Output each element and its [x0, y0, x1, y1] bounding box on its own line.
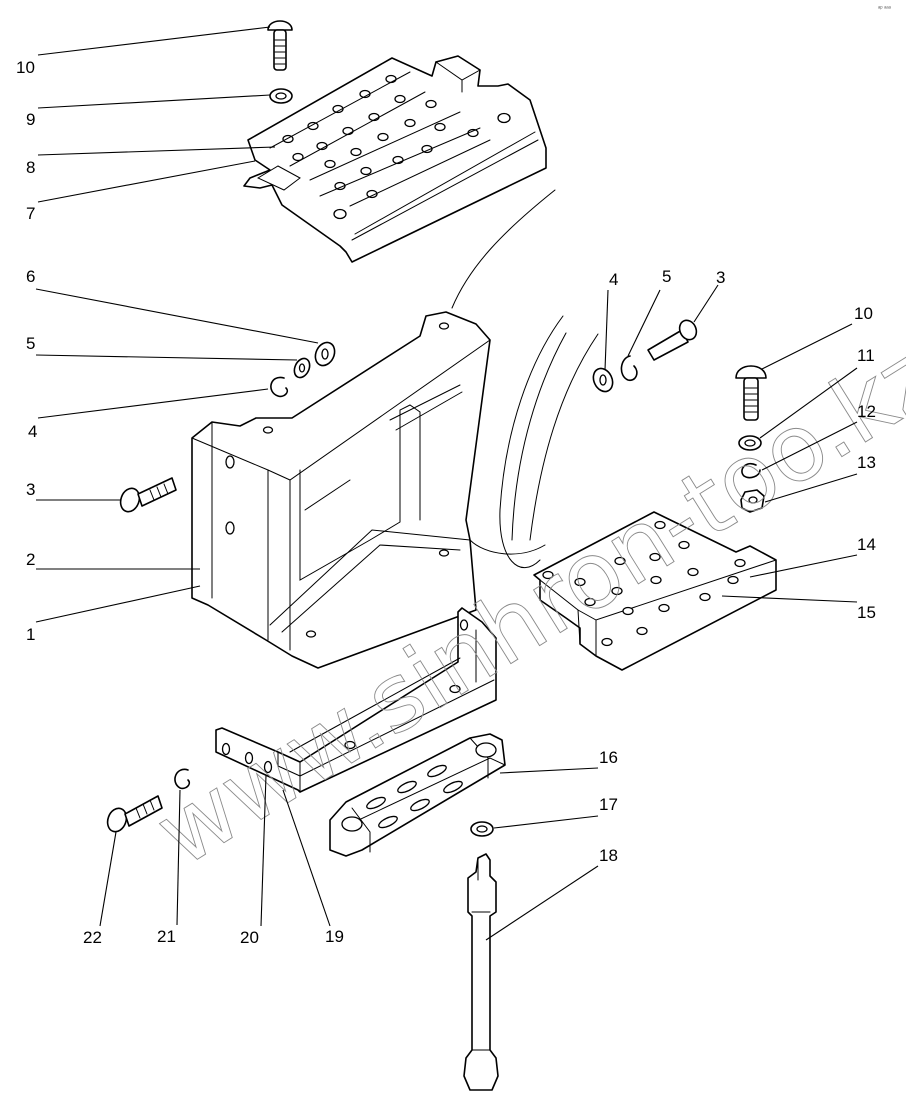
callout-label: 14 — [857, 535, 876, 554]
carriage-bolt-top — [267, 20, 293, 71]
lower-bracket — [215, 607, 497, 793]
callout-label: 10 — [16, 58, 35, 77]
callout-label: 15 — [857, 603, 876, 622]
hex-bolt-bottom — [106, 795, 163, 833]
callout-label: 19 — [325, 927, 344, 946]
callout-label: 10 — [854, 304, 873, 323]
step-block — [329, 733, 506, 857]
callout-label: 21 — [157, 927, 176, 946]
leader-lines — [35, 26, 858, 941]
callout-label: 12 — [857, 402, 876, 421]
callout-label: 11 — [857, 346, 875, 365]
callout-label: 20 — [240, 928, 259, 947]
cable — [451, 189, 599, 569]
hardware — [106, 20, 767, 837]
cover-plate-holes — [282, 74, 511, 220]
callout-label: 1 — [26, 625, 35, 644]
corner-mark: ᵃᵖ ᵃᵃᵃ — [878, 6, 892, 12]
callout-label: 4 — [609, 270, 618, 289]
callout-label: 17 — [599, 795, 618, 814]
callout-label: 3 — [26, 480, 35, 499]
callout-label: 3 — [716, 268, 725, 287]
cover-plate — [243, 55, 547, 263]
callout-label: 5 — [662, 267, 671, 286]
callout-label: 5 — [26, 334, 35, 353]
callout-label: 13 — [857, 453, 876, 472]
callout-labels: 10 9 8 7 6 5 4 3 2 1 4 5 3 10 11 12 13 1… — [16, 58, 876, 947]
callout-label: 18 — [599, 846, 618, 865]
callout-label: 4 — [28, 422, 37, 441]
step-plate — [533, 511, 777, 671]
callout-label: 8 — [26, 158, 35, 177]
hex-bolt-left — [119, 477, 177, 513]
step-plate-holes — [542, 520, 746, 647]
callout-label: 22 — [83, 928, 102, 947]
callout-label: 9 — [26, 110, 35, 129]
tie-rod — [463, 853, 499, 1091]
hex-bolt-right — [647, 319, 698, 361]
callout-label: 7 — [26, 204, 35, 223]
callout-label: 6 — [26, 267, 35, 286]
callout-label: 2 — [26, 550, 35, 569]
callout-label: 16 — [599, 748, 618, 767]
battery-box — [191, 311, 491, 669]
carriage-bolt-right — [735, 365, 767, 421]
